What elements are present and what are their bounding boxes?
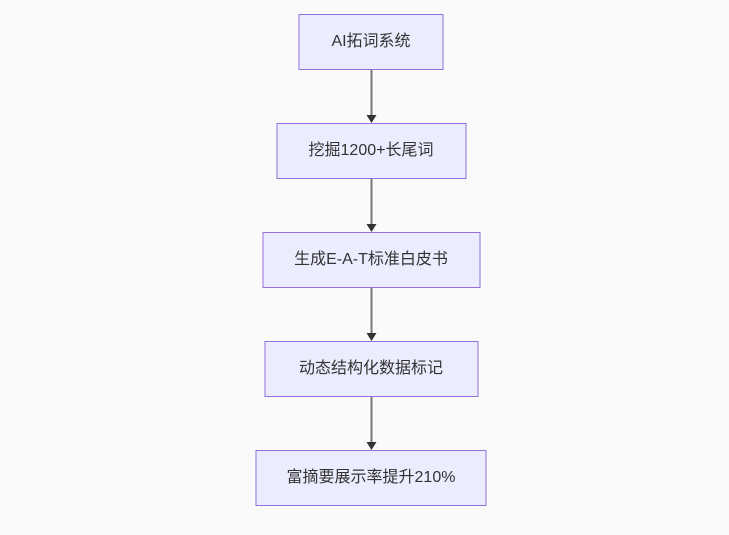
- flowchart-node-1: AI拓词系统: [298, 14, 444, 70]
- flowchart-column: AI拓词系统 挖掘1200+长尾词 生成E-A-T标准白皮书 动态结构化数据标记: [255, 14, 487, 506]
- edge-line: [370, 397, 372, 442]
- flowchart-edge-4-5: [366, 397, 376, 450]
- node-label: 生成E-A-T标准白皮书: [294, 251, 448, 268]
- edge-line: [370, 179, 372, 224]
- arrowhead-down-icon: [366, 115, 376, 123]
- node-label: 挖掘1200+长尾词: [308, 142, 434, 159]
- node-label: 富摘要展示率提升210%: [286, 469, 456, 486]
- flowchart-edge-1-2: [366, 70, 376, 123]
- flowchart-edge-2-3: [366, 179, 376, 232]
- node-label: 动态结构化数据标记: [298, 360, 443, 377]
- edge-line: [370, 70, 372, 115]
- arrowhead-down-icon: [366, 442, 376, 450]
- flowchart-node-3: 生成E-A-T标准白皮书: [262, 232, 480, 288]
- arrowhead-down-icon: [366, 224, 376, 232]
- flowchart-node-5: 富摘要展示率提升210%: [255, 450, 487, 506]
- node-label: AI拓词系统: [331, 33, 411, 50]
- arrowhead-down-icon: [366, 333, 376, 341]
- edge-line: [370, 288, 372, 333]
- flowchart-node-2: 挖掘1200+长尾词: [276, 123, 466, 179]
- flowchart-node-4: 动态结构化数据标记: [264, 341, 478, 397]
- flowchart-edge-3-4: [366, 288, 376, 341]
